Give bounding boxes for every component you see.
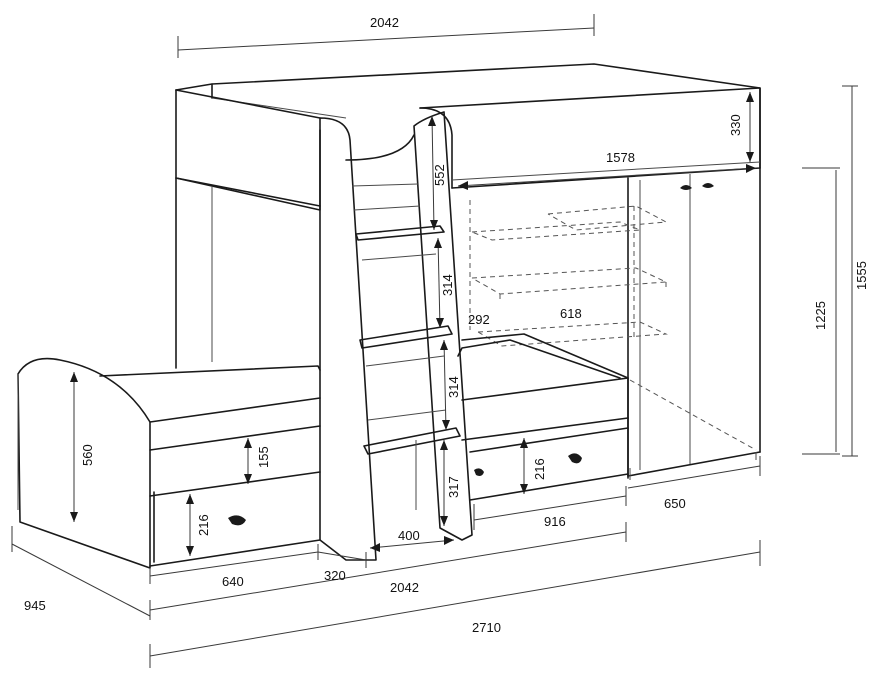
label-drawer-right-height: 216 <box>532 458 547 480</box>
wardrobe <box>627 167 761 480</box>
upper-right-guard <box>419 87 761 189</box>
wardrobe-handle-right-icon <box>702 183 714 188</box>
label-ladder-width: 400 <box>398 528 420 543</box>
label-ladder-mid-step: 314 <box>440 274 455 296</box>
label-lower-rail-height: 155 <box>256 446 271 468</box>
label-wardrobe-height: 1225 <box>813 301 828 330</box>
center-drawer-handle-icon <box>474 468 484 476</box>
label-total-length: 2710 <box>472 620 501 635</box>
label-total-depth: 945 <box>24 598 46 613</box>
upper-left-end-panel <box>319 117 377 561</box>
lower-right-bed <box>457 333 629 501</box>
lower-left-bed <box>17 357 321 569</box>
hidden-shelves <box>469 200 668 347</box>
label-headboard-height: 560 <box>80 444 95 466</box>
label-ladder-upper-step: 552 <box>432 164 447 186</box>
wardrobe-handle-left-icon <box>680 185 692 190</box>
label-upper-bed-length: 1578 <box>606 150 635 165</box>
label-drawer-left-height: 216 <box>196 514 211 536</box>
label-shelf-depth: 292 <box>468 312 490 327</box>
label-wardrobe-width: 650 <box>664 496 686 511</box>
label-top-width: 2042 <box>370 15 399 30</box>
label-ladder-bottom-step: 317 <box>446 476 461 498</box>
label-top-rail-height: 330 <box>728 114 743 136</box>
dimension-labels: 2042 330 1578 1225 1555 552 314 314 317 … <box>24 15 869 635</box>
label-drawer-right-width: 916 <box>544 514 566 529</box>
dimension-lines <box>11 14 858 668</box>
left-drawer-handle-icon <box>228 515 246 526</box>
label-total-height: 1555 <box>854 261 869 290</box>
label-bottom-width: 2042 <box>390 580 419 595</box>
label-left-bed-width: 640 <box>222 574 244 589</box>
label-ladder-depth: 320 <box>324 568 346 583</box>
label-ladder-low-step: 314 <box>446 376 461 398</box>
label-shelf-width: 618 <box>560 306 582 321</box>
ladder <box>345 111 473 541</box>
right-drawer-handle-icon <box>568 453 582 464</box>
